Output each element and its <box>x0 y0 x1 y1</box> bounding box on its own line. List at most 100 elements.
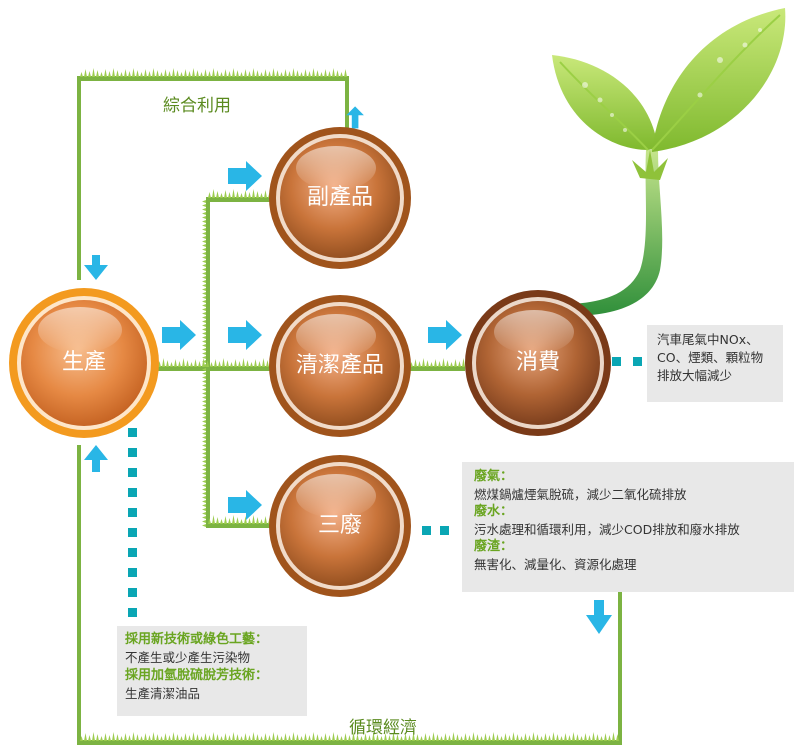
left-leaf <box>552 55 658 150</box>
dot <box>128 488 137 497</box>
grass-blade <box>404 733 407 741</box>
plant-base-leaves <box>632 150 668 180</box>
grass-blade <box>202 344 206 347</box>
arrow-right-to-clean-product <box>228 320 262 350</box>
grass-blade <box>284 69 287 77</box>
grass-blade <box>226 360 229 367</box>
grass-blade <box>202 252 206 255</box>
grass-blade <box>508 735 511 741</box>
grass-blade <box>414 359 417 367</box>
grass-blade <box>212 732 215 741</box>
arrows <box>84 106 612 634</box>
grass-blade <box>224 516 227 524</box>
grass-blade <box>252 68 255 77</box>
grass-blade <box>412 732 415 741</box>
grass-blade <box>120 72 123 77</box>
grass-blade <box>230 362 233 367</box>
grass-blade <box>202 296 206 299</box>
grass-blade <box>116 734 119 741</box>
grass-blade <box>456 734 459 741</box>
arrow-down-into-production <box>84 255 108 280</box>
grass-blade <box>204 69 207 77</box>
grass-blade <box>328 735 331 741</box>
node-three-wastes <box>269 455 411 597</box>
grass-blade <box>144 69 147 77</box>
grass-blade <box>202 256 206 259</box>
grass-blade <box>256 191 259 198</box>
dots-production-to-note <box>128 428 137 617</box>
grass-blade <box>182 358 185 367</box>
grass-blade <box>88 735 91 741</box>
arrow-up-to-loop <box>346 106 364 129</box>
grass-blade <box>202 392 206 395</box>
grass-blade <box>424 733 427 741</box>
arrow-up-from-bottom-loop <box>84 445 108 472</box>
node-clean-product <box>269 295 411 437</box>
right-leaf <box>652 8 786 152</box>
grass-blade <box>604 733 607 741</box>
waste-residue-text: 無害化、減量化、資源化處理 <box>474 556 637 572</box>
grass-blade <box>504 733 507 741</box>
grass-blade <box>194 359 197 367</box>
grass-blade <box>222 358 225 367</box>
consumption-note-line-2: CO、煙類、顆粒物 <box>657 350 764 365</box>
grass-blade <box>202 248 206 251</box>
grass-blade <box>560 736 563 741</box>
grass-blade <box>242 358 245 367</box>
arrow-down-to-bottom-loop <box>586 600 612 634</box>
grass-blade <box>296 70 299 77</box>
grass-blade <box>234 359 237 367</box>
grass-blade <box>536 734 539 741</box>
arrow-right-to-wastes <box>228 490 262 520</box>
grass-blade <box>202 472 206 475</box>
loop-bottom-left-vertical <box>77 445 81 745</box>
grass-blade <box>202 440 206 443</box>
grass-blade <box>228 71 231 77</box>
grass-blade <box>336 734 339 741</box>
grass-blade <box>288 71 291 77</box>
grass-blade <box>236 70 239 77</box>
grass-blade <box>208 71 211 77</box>
grass-blade <box>516 734 519 741</box>
grass-blade <box>360 736 363 741</box>
grass-blade <box>152 732 155 741</box>
new-technology-heading: 採用新技術或綠色工藝： <box>125 632 269 647</box>
grass-blade <box>202 312 206 315</box>
branch-vertical <box>206 197 210 527</box>
dot-wastes-2 <box>440 526 449 535</box>
grass-blade <box>260 193 263 198</box>
grass-blade <box>202 420 206 423</box>
node-production <box>9 288 159 438</box>
grass-blade <box>356 734 359 741</box>
grass-blade <box>186 360 189 367</box>
grass-blade <box>500 736 503 741</box>
grass-blade <box>300 736 303 741</box>
consumption-note-line-1: 汽車尾氣中NOx、 <box>657 332 759 347</box>
grass-blade <box>156 734 159 741</box>
consumption-label: 消費 <box>515 350 560 375</box>
grass-blade <box>272 68 275 77</box>
waste-gas-text: 燃煤鍋爐煙氣脫硫，減少二氧化硫排放 <box>474 486 687 502</box>
grass-blade <box>340 736 343 741</box>
grass-blade <box>344 733 347 741</box>
desulfurization-text: 生產清潔油品 <box>125 686 201 701</box>
grass-blade <box>344 69 347 77</box>
grass-blade <box>148 735 151 741</box>
grass-blade <box>202 348 206 351</box>
grass-blade <box>214 359 217 367</box>
grass-blade <box>202 316 206 319</box>
grass-blade <box>440 736 443 741</box>
grass-blade <box>202 220 206 223</box>
grass-blade <box>434 359 437 367</box>
grass-blade <box>202 216 206 219</box>
grass-blade <box>268 735 271 741</box>
grass-blade <box>202 376 206 379</box>
grass-blade <box>202 456 206 459</box>
grass-blade <box>202 236 206 239</box>
grass-blade <box>264 190 267 198</box>
grass-blade <box>332 68 335 77</box>
grass-blade <box>368 735 371 741</box>
grass-blade <box>174 359 177 367</box>
grass-blade <box>292 68 295 77</box>
